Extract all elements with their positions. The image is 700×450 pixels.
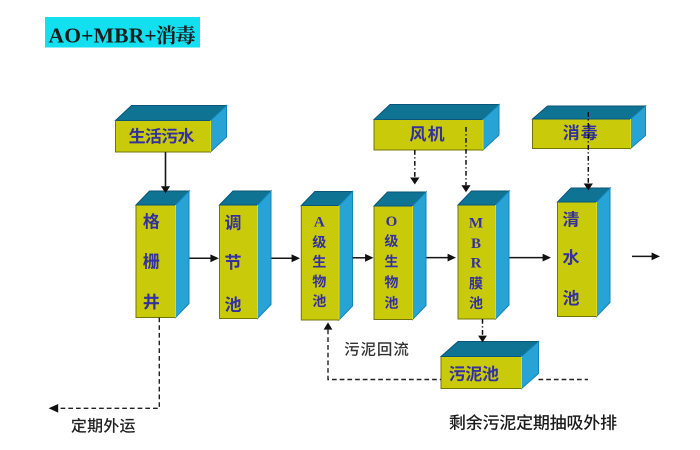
svg-text:M: M	[469, 216, 483, 232]
svg-text:AO+MBR+: AO+MBR+	[49, 24, 157, 48]
svg-text:R: R	[471, 256, 482, 272]
svg-text:A: A	[314, 215, 325, 231]
svg-text:O: O	[386, 214, 398, 230]
svg-text:B: B	[471, 236, 481, 252]
